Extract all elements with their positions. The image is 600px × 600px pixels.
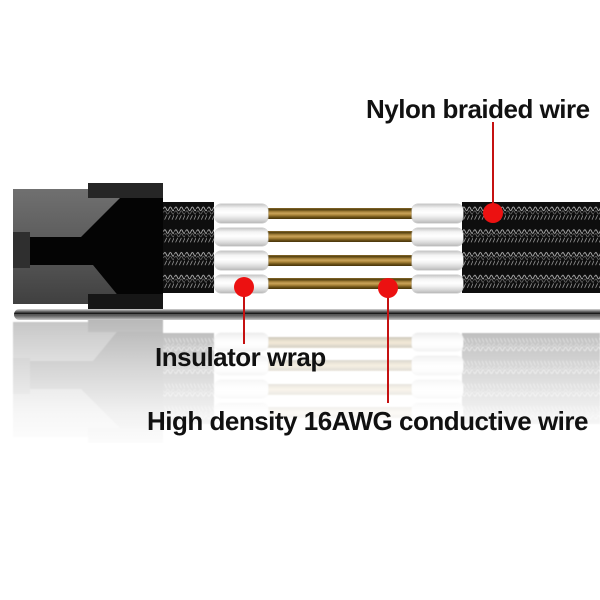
label-insulator-wrap: Insulator wrap bbox=[155, 342, 326, 372]
conductive-wire bbox=[266, 254, 414, 266]
callout-line-conductor bbox=[387, 288, 389, 403]
insulator-tube bbox=[215, 204, 268, 223]
conductive-wire bbox=[266, 278, 414, 289]
nylon-braid-left bbox=[163, 202, 214, 293]
conductive-wire bbox=[266, 207, 414, 219]
insulator-tube bbox=[215, 227, 268, 246]
insulator-tube bbox=[412, 204, 463, 223]
insulator-tube bbox=[412, 274, 463, 293]
callout-dot-nylon bbox=[483, 203, 503, 223]
insulator-tube bbox=[215, 251, 268, 270]
callout-dot-insulator bbox=[234, 277, 254, 297]
conductive-wire bbox=[266, 231, 414, 242]
connector-plug bbox=[13, 183, 163, 310]
insulator-tube bbox=[412, 227, 463, 246]
reflection-fade bbox=[0, 314, 600, 460]
label-conductive-wire: High density 16AWG conductive wire bbox=[147, 406, 588, 436]
callout-line-insulator bbox=[243, 287, 245, 344]
label-nylon-braided-wire: Nylon braided wire bbox=[366, 94, 590, 124]
cable-assembly bbox=[0, 183, 600, 310]
callout-dot-conductor bbox=[378, 278, 398, 298]
insulator-tube bbox=[412, 251, 463, 270]
callout-line-nylon bbox=[492, 122, 494, 214]
